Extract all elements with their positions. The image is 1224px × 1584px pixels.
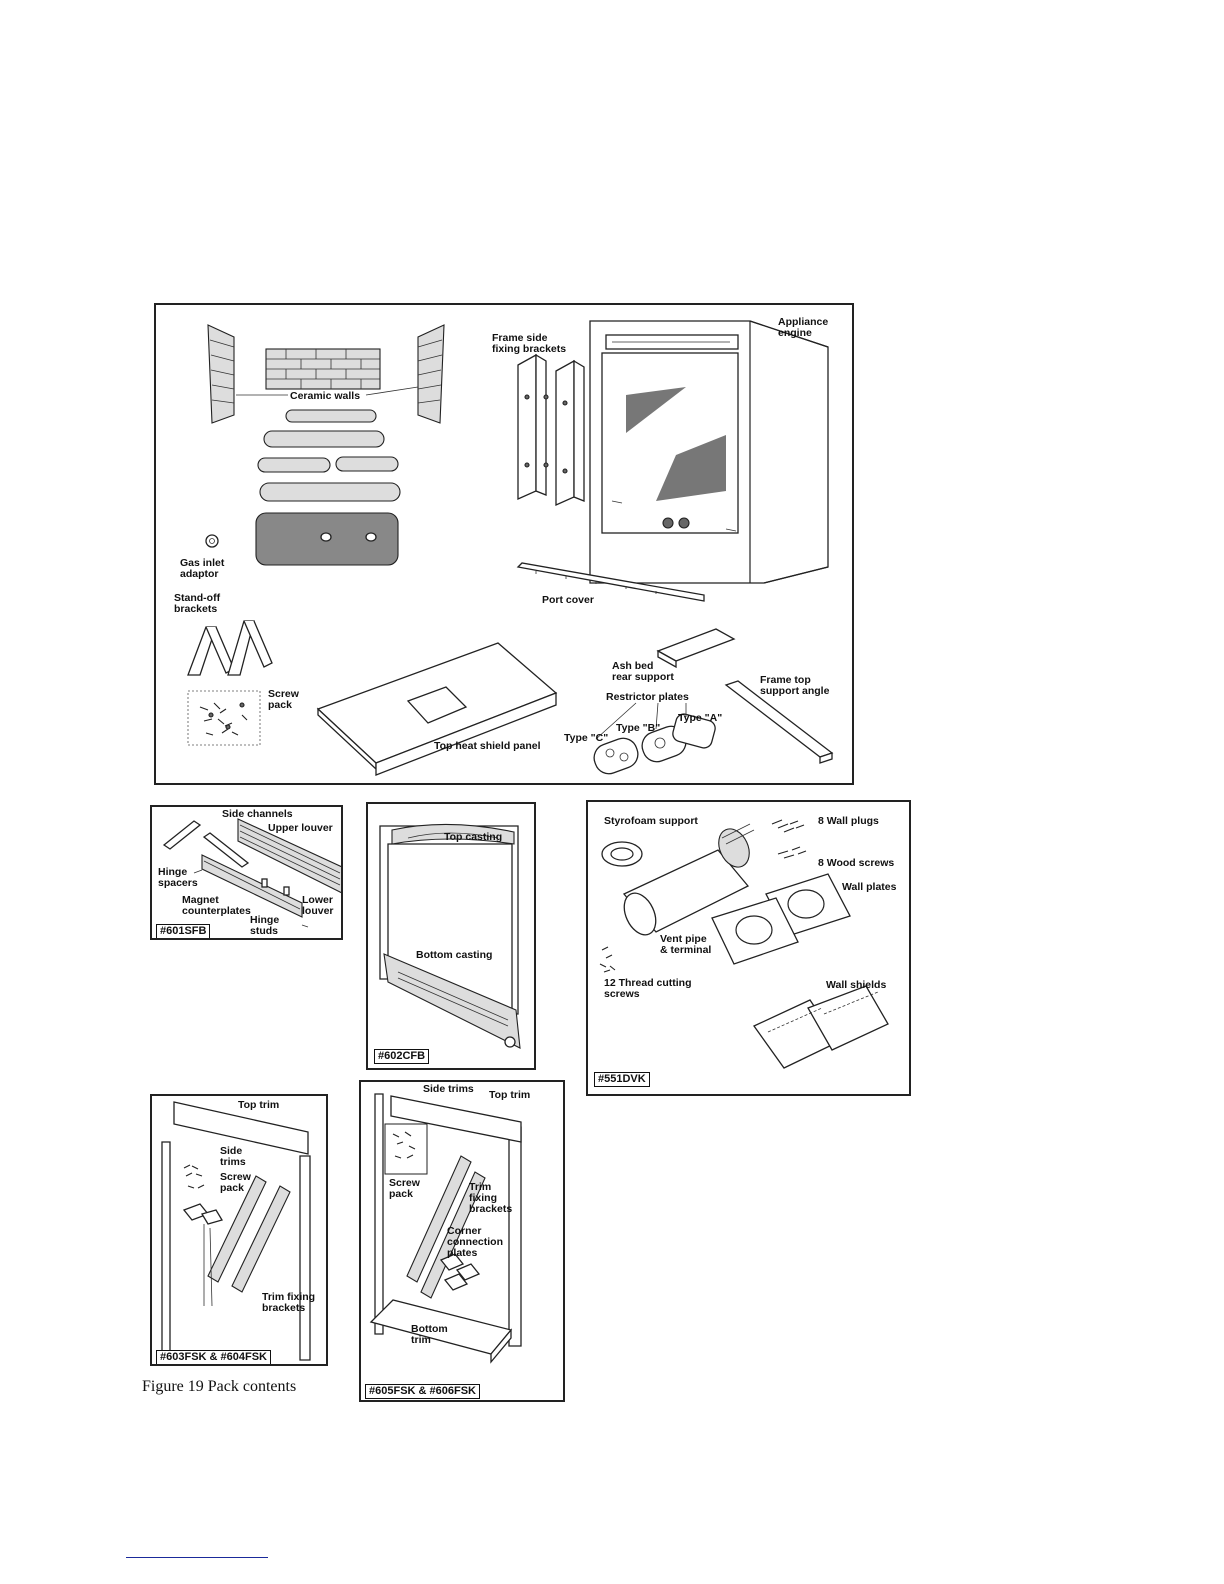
- panel-603fsk-604fsk: Top trim Side trims Screw pack Trim fixi…: [150, 1094, 328, 1366]
- fsk34-label-top-trim: Top trim: [238, 1099, 280, 1111]
- fsk56-label-screw-pack: Screw pack: [389, 1177, 420, 1200]
- cfb-label-top-casting: Top casting: [444, 831, 503, 843]
- label-standoff: Stand-off brackets: [174, 592, 221, 615]
- frame-side-fixing-brackets: [517, 353, 585, 507]
- label-restrictor: Restrictor plates: [606, 691, 689, 703]
- panel-601sfb: Side channels Upper louver Hinge spacers…: [150, 805, 343, 940]
- port-cover: [516, 562, 705, 602]
- sfb-label-side-channels: Side channels: [222, 808, 293, 820]
- dvk-code-badge: #551DVK: [594, 1072, 650, 1087]
- label-appliance-engine: Appliance engine: [778, 316, 829, 339]
- dvk-label-vent-pipe: Vent pipe & terminal: [660, 933, 712, 956]
- label-type-b: Type "B": [616, 722, 661, 734]
- ceramic-logs: [257, 409, 401, 502]
- fsk34-label-trim-brackets: Trim fixing brackets: [262, 1291, 316, 1314]
- dvk-label-styrofoam: Styrofoam support: [604, 815, 698, 827]
- label-screw-pack: Screw pack: [268, 688, 299, 711]
- sfb-illustration: [162, 818, 341, 928]
- sfb-label-lower-louver: Lower louver: [302, 894, 334, 917]
- label-type-c: Type "C": [564, 732, 609, 744]
- label-top-heat-shield: Top heat shield panel: [434, 740, 541, 752]
- fsk56-label-trim-brackets: Trim fixing brackets: [469, 1181, 513, 1215]
- dvk-illustration: [599, 819, 889, 1069]
- fsk34-code-badge: #603FSK & #604FSK: [156, 1350, 271, 1364]
- gas-inlet-adaptor: [205, 534, 219, 548]
- sfb-label-magnet: Magnet counterplates: [182, 894, 251, 917]
- frame-top-support-angle: [724, 680, 834, 764]
- dvk-label-wall-shields: Wall shields: [826, 979, 887, 991]
- ceramic-wall-back: [265, 348, 381, 390]
- fsk34-illustration: [161, 1101, 311, 1361]
- figure-caption: Figure 19 Pack contents: [142, 1378, 297, 1395]
- ash-bed-rear-support: [656, 628, 736, 669]
- ash-bed-tray: [255, 512, 399, 566]
- label-port-cover: Port cover: [542, 594, 594, 606]
- dvk-label-wall-plugs: 8 Wall plugs: [818, 815, 879, 827]
- panel-551dvk: Styrofoam support 8 Wall plugs 8 Wood sc…: [586, 800, 911, 1096]
- cfb-label-bottom-casting: Bottom casting: [416, 949, 493, 961]
- panel-602cfb: Top casting Bottom casting #602CFB: [366, 802, 536, 1070]
- footnote-separator: [126, 1557, 268, 1558]
- screw-pack: [187, 690, 261, 746]
- sfb-label-upper-louver: Upper louver: [268, 822, 333, 834]
- main-pack-panel: Appliance engine Frame side fixing brack…: [154, 303, 854, 785]
- dvk-label-wall-plates: Wall plates: [842, 881, 897, 893]
- fsk56-code-badge: #605FSK & #606FSK: [365, 1384, 480, 1399]
- fsk56-label-side-trims: Side trims: [423, 1083, 474, 1095]
- dvk-label-wood-screws: 8 Wood screws: [818, 857, 895, 869]
- label-ceramic-walls: Ceramic walls: [290, 390, 361, 402]
- fsk56-label-bottom-trim: Bottom trim: [411, 1323, 448, 1346]
- top-heat-shield-panel: [316, 642, 558, 776]
- label-frame-top: Frame top support angle: [760, 674, 830, 697]
- stand-off-brackets: [187, 620, 273, 676]
- restrictor-plates: [593, 713, 716, 775]
- fsk56-label-corner-plates: Corner connection plates: [447, 1225, 504, 1259]
- sfb-code-badge: #601SFB: [156, 924, 211, 938]
- main-pack-illustration: [187, 320, 834, 776]
- label-ash-bed: Ash bed rear support: [612, 660, 674, 683]
- ceramic-wall-left: [207, 324, 235, 424]
- fsk56-label-top-trim: Top trim: [489, 1089, 531, 1101]
- sfb-label-hinge-spacers: Hinge spacers: [158, 866, 198, 889]
- cfb-code-badge: #602CFB: [374, 1049, 430, 1064]
- ceramic-wall-right: [417, 324, 445, 424]
- appliance-engine: [589, 320, 829, 584]
- label-type-a: Type "A": [678, 712, 723, 724]
- fsk34-label-screw-pack: Screw pack: [220, 1171, 251, 1194]
- fsk56-illustration: [369, 1093, 522, 1364]
- label-frame-side-brackets: Frame side fixing brackets: [492, 332, 567, 355]
- label-gas-inlet: Gas inlet adaptor: [180, 557, 225, 580]
- sfb-label-hinge-studs: Hinge studs: [250, 914, 280, 937]
- cfb-illustration: [379, 823, 521, 1049]
- panel-605fsk-606fsk: Side trims Top trim Screw pack Trim fixi…: [359, 1080, 565, 1402]
- fsk34-label-side-trims: Side trims: [220, 1145, 246, 1168]
- dvk-label-thread-screws: 12 Thread cutting screws: [604, 977, 692, 1000]
